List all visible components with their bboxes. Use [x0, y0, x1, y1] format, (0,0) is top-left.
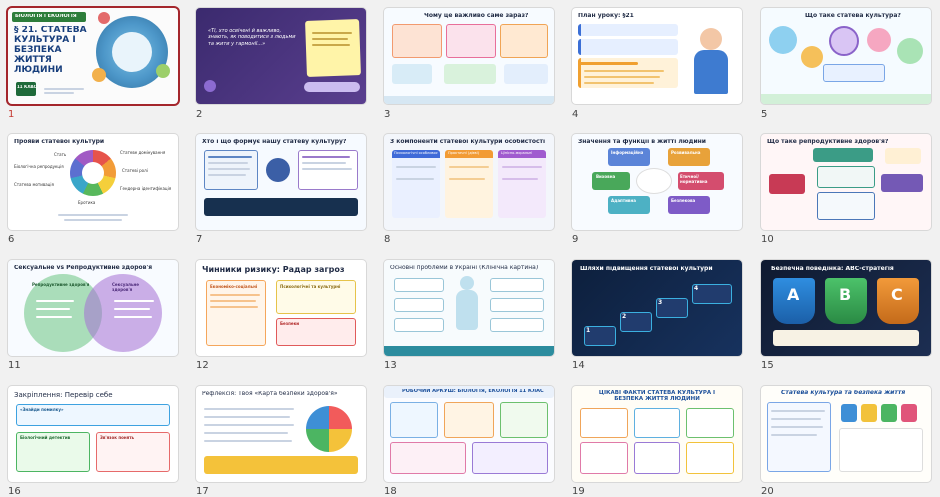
slide-thumbnail-9[interactable]: Значення та функції в житті людини Інфор…: [572, 134, 742, 230]
slide-thumbnail-8[interactable]: 3 компоненти статевої культури особистос…: [384, 134, 554, 230]
slide-number: 5: [761, 109, 768, 120]
slide-thumbnail-6[interactable]: Прояви статевої культури Стать Статеве д…: [8, 134, 178, 230]
slide-17-title: Рефлексія: Твоя «Карта безпеки здоров'я»: [202, 391, 338, 397]
slide-thumbnail-19[interactable]: ЦІКАВІ ФАКТИ СТАТЕВА КУЛЬТУРА І БЕЗПЕКА …: [572, 386, 742, 482]
slide-thumbnail-14[interactable]: Шляхи підвищення статевої культури 1 2 3…: [572, 260, 742, 356]
slide-number: 3: [384, 109, 391, 120]
s8-col-0: Психологічні особливості: [394, 151, 438, 155]
s16-c: Зв'язок понять: [100, 435, 135, 440]
s15-letter-c: C: [891, 286, 903, 304]
s14-step-3: 3: [658, 299, 663, 306]
slide-number: 12: [196, 360, 209, 371]
slide-6-title: Прояви статевої культури: [14, 139, 105, 145]
slide-11-title: Сексуальне vs Репродуктивне здоров'я: [14, 265, 153, 271]
s9-hex-1: Розвивальна: [671, 150, 701, 155]
slide-number: 11: [8, 360, 21, 371]
slide-14-title: Шляхи підвищення статевої культури: [580, 266, 713, 272]
s15-letter-a: A: [787, 286, 800, 304]
s9-hex-5: Безпекова: [671, 198, 696, 203]
slide-20-title: Статева культура та безпека життя: [781, 390, 906, 396]
slide-thumbnail-7[interactable]: Хто і що формує нашу статеву культуру?: [196, 134, 366, 230]
slide-number: 7: [196, 234, 203, 245]
s8-col-1: Практичні (дієві): [448, 151, 479, 155]
slide-number: 19: [572, 486, 585, 497]
slide-number: 15: [761, 360, 774, 371]
s6-label-4: Еротика: [78, 200, 96, 205]
slide-16-title: Закріплення: Перевір себе: [14, 391, 113, 399]
slide-1-title: § 21. СТАТЕВА КУЛЬТУРА І БЕЗПЕКА ЖИТТЯ Л…: [14, 26, 87, 75]
s12-c: Безпеки: [280, 321, 300, 326]
slide-thumbnail-4[interactable]: План уроку: §21: [572, 8, 742, 104]
slide-number: 16: [8, 486, 21, 497]
slide-1-tag: БІОЛОГІЯ І ЕКОЛОГІЯ: [15, 14, 77, 19]
s16-b: Біологічний детектив: [20, 435, 71, 440]
s6-label-1: Статеве домінування: [120, 150, 166, 155]
s8-col-2: Цінісно-моральні: [501, 151, 533, 155]
slide-7-title: Хто і що формує нашу статеву культуру?: [202, 139, 347, 145]
slide-thumbnail-16[interactable]: Закріплення: Перевір себе «Знайди помилк…: [8, 386, 178, 482]
slide-9-title: Значення та функції в житті людини: [578, 139, 707, 145]
slide-number: 13: [384, 360, 397, 371]
s9-hex-2: Виховна: [596, 174, 616, 179]
s9-hex-0: Інформаційна: [611, 150, 644, 155]
slide-number: 4: [572, 109, 579, 120]
s12-a: Економіко-соціальні: [210, 284, 258, 289]
s12-b: Психологічні та культурні: [280, 284, 341, 289]
slide-thumbnail-2[interactable]: «Ті, хто освічені й важливо, знають, як …: [196, 8, 366, 104]
s15-letter-b: B: [839, 286, 852, 304]
slide-15-title: Безпечна поведінка: ABC-стратегія: [771, 266, 894, 272]
slide-thumbnail-1[interactable]: БІОЛОГІЯ І ЕКОЛОГІЯ § 21. СТАТЕВА КУЛЬТУ…: [8, 8, 178, 104]
slide-thumbnail-5[interactable]: Що таке статева культура?: [761, 8, 931, 104]
slide-thumbnail-17[interactable]: Рефлексія: Твоя «Карта безпеки здоров'я»: [196, 386, 366, 482]
s6-label-5: Статева мотивація: [14, 182, 54, 187]
s6-label-0: Стать: [54, 152, 67, 157]
slide-5-title: Що таке статева культура?: [805, 13, 901, 19]
s6-label-3: Гендерна ідентифікація: [120, 186, 172, 191]
slide-thumbnail-10[interactable]: Що таке репродуктивне здоров'я?: [761, 134, 931, 230]
slide-thumbnail-11[interactable]: Сексуальне vs Репродуктивне здоров'я Реп…: [8, 260, 178, 356]
s14-step-2: 2: [622, 313, 627, 320]
slide-number: 10: [761, 234, 774, 245]
slide-number: 20: [761, 486, 774, 497]
s14-step-4: 4: [694, 285, 699, 292]
slide-3-title: Чому це важливо саме зараз?: [424, 13, 529, 19]
s11-right: Сексуальне здоров'я: [112, 282, 139, 292]
slide-8-title: 3 компоненти статевої культури особистос…: [390, 139, 546, 145]
slide-thumbnail-20[interactable]: Статева культура та безпека життя: [761, 386, 931, 482]
slide-13-title: Основні проблеми в Україні (Клінічна кар…: [390, 265, 539, 271]
slide-thumbnail-13[interactable]: Основні проблеми в Україні (Клінічна кар…: [384, 260, 554, 356]
s6-label-6: Біологічна репродукція: [14, 164, 64, 169]
slide-19-title: ЦІКАВІ ФАКТИ СТАТЕВА КУЛЬТУРА І БЕЗПЕКА …: [598, 390, 716, 403]
s6-label-2: Статеві ролі: [122, 168, 148, 173]
s11-left: Репродуктивне здоров'я: [32, 282, 90, 287]
slide-number: 1: [8, 109, 15, 120]
slide-number: 6: [8, 234, 15, 245]
slide-thumbnail-3[interactable]: Чому це важливо саме зараз?: [384, 8, 554, 104]
slide-number: 14: [572, 360, 585, 371]
s9-hex-3: Етичної/нормативна: [680, 174, 708, 184]
slide-thumbnail-12[interactable]: Чинники ризику: Радар загроз Економіко-с…: [196, 260, 366, 356]
slide-number: 18: [384, 486, 397, 497]
slide-12-title: Чинники ризику: Радар загроз: [202, 265, 345, 274]
slide-2-quote: «Ті, хто освічені й важливо, знають, як …: [208, 28, 296, 47]
slide-thumbnail-15[interactable]: Безпечна поведінка: ABC-стратегія A B C: [761, 260, 931, 356]
slide-number: 8: [384, 234, 391, 245]
slide-10-title: Що таке репродуктивне здоров'я?: [767, 139, 889, 145]
slide-4-title: План уроку: §21: [578, 13, 634, 19]
slide-number: 2: [196, 109, 203, 120]
slide-18-title: РОБОЧИЙ АРКУШ: БІОЛОГІЯ, ЕКОЛОГІЯ 11 КЛА…: [402, 389, 544, 394]
s16-a: «Знайди помилку»: [20, 407, 64, 412]
s9-hex-4: Адаптивна: [611, 198, 636, 203]
slide-1-grade: 11 КЛАС: [17, 85, 37, 89]
slide-number: 17: [196, 486, 209, 497]
slide-number: 9: [572, 234, 579, 245]
s14-step-1: 1: [586, 327, 591, 334]
slide-thumbnail-18[interactable]: РОБОЧИЙ АРКУШ: БІОЛОГІЯ, ЕКОЛОГІЯ 11 КЛА…: [384, 386, 554, 482]
